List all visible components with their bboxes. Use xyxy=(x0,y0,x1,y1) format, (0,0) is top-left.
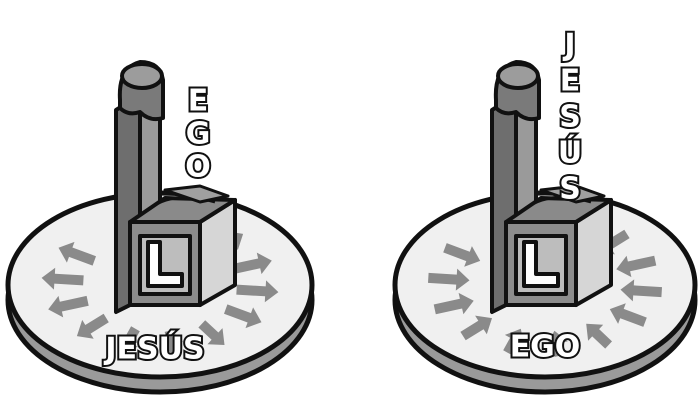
throne-word-left: EGO xyxy=(185,84,211,185)
throne-letter: J xyxy=(562,28,575,63)
base-label-left: JESÚS xyxy=(103,330,204,367)
throne-letter: E xyxy=(188,84,209,119)
throne-letter: E xyxy=(560,64,581,99)
throne-letter: O xyxy=(185,150,211,185)
scene-right: JESÚS EGO xyxy=(395,28,695,393)
scene-left: EGO JESÚS xyxy=(8,62,312,392)
throne-word-right: JESÚS xyxy=(558,28,582,207)
throne-letter: G xyxy=(186,117,211,152)
base-label-right: EGO xyxy=(510,330,581,365)
throne-letter: S xyxy=(559,172,581,207)
throne-right xyxy=(492,62,611,312)
throne-letter: Ú xyxy=(558,134,582,171)
throne-letter: S xyxy=(559,100,581,135)
throne-left xyxy=(116,62,235,312)
